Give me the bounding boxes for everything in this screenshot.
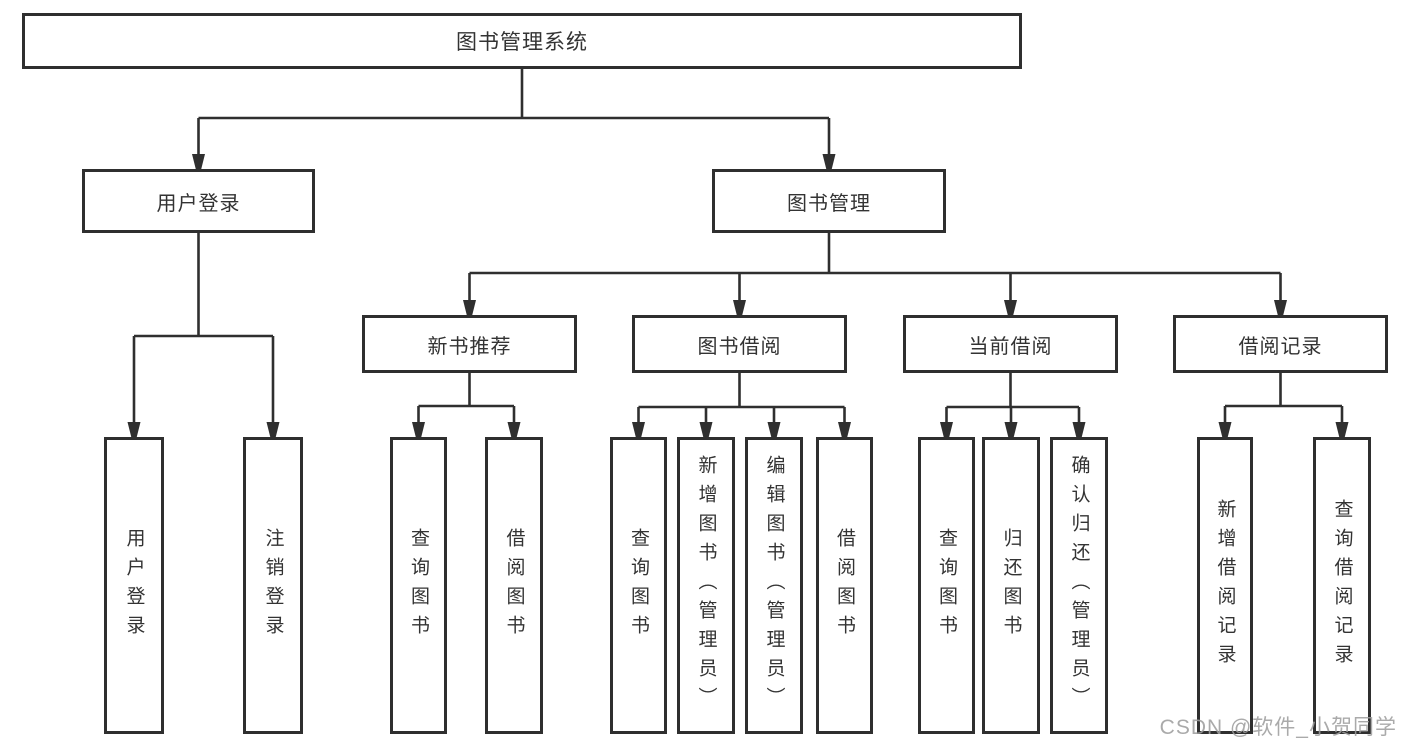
node-leaf-confirm-return-admin: 确认归还（管理员） [1050, 437, 1108, 734]
node-book-borrowing: 图书借阅 [632, 315, 847, 373]
node-borrowing-records: 借阅记录 [1173, 315, 1388, 373]
node-leaf-user-login: 用户登录 [104, 437, 164, 734]
node-leaf-query-books-1: 查询图书 [390, 437, 447, 734]
node-leaf-borrow-books-1: 借阅图书 [485, 437, 543, 734]
node-leaf-edit-books-admin: 编辑图书（管理员） [745, 437, 803, 734]
node-leaf-logout: 注销登录 [243, 437, 303, 734]
node-book-management: 图书管理 [712, 169, 946, 233]
node-user-login: 用户登录 [82, 169, 315, 233]
node-current-borrowing: 当前借阅 [903, 315, 1118, 373]
node-leaf-query-books-3: 查询图书 [918, 437, 975, 734]
node-leaf-query-borrow-record: 查询借阅记录 [1313, 437, 1371, 734]
node-leaf-query-books-2: 查询图书 [610, 437, 667, 734]
node-library-management-system: 图书管理系统 [22, 13, 1022, 69]
node-leaf-borrow-books-2: 借阅图书 [816, 437, 873, 734]
node-leaf-add-books-admin: 新增图书（管理员） [677, 437, 735, 734]
node-leaf-add-borrow-record: 新增借阅记录 [1197, 437, 1253, 734]
node-leaf-return-books: 归还图书 [982, 437, 1040, 734]
node-new-book-recommend: 新书推荐 [362, 315, 577, 373]
